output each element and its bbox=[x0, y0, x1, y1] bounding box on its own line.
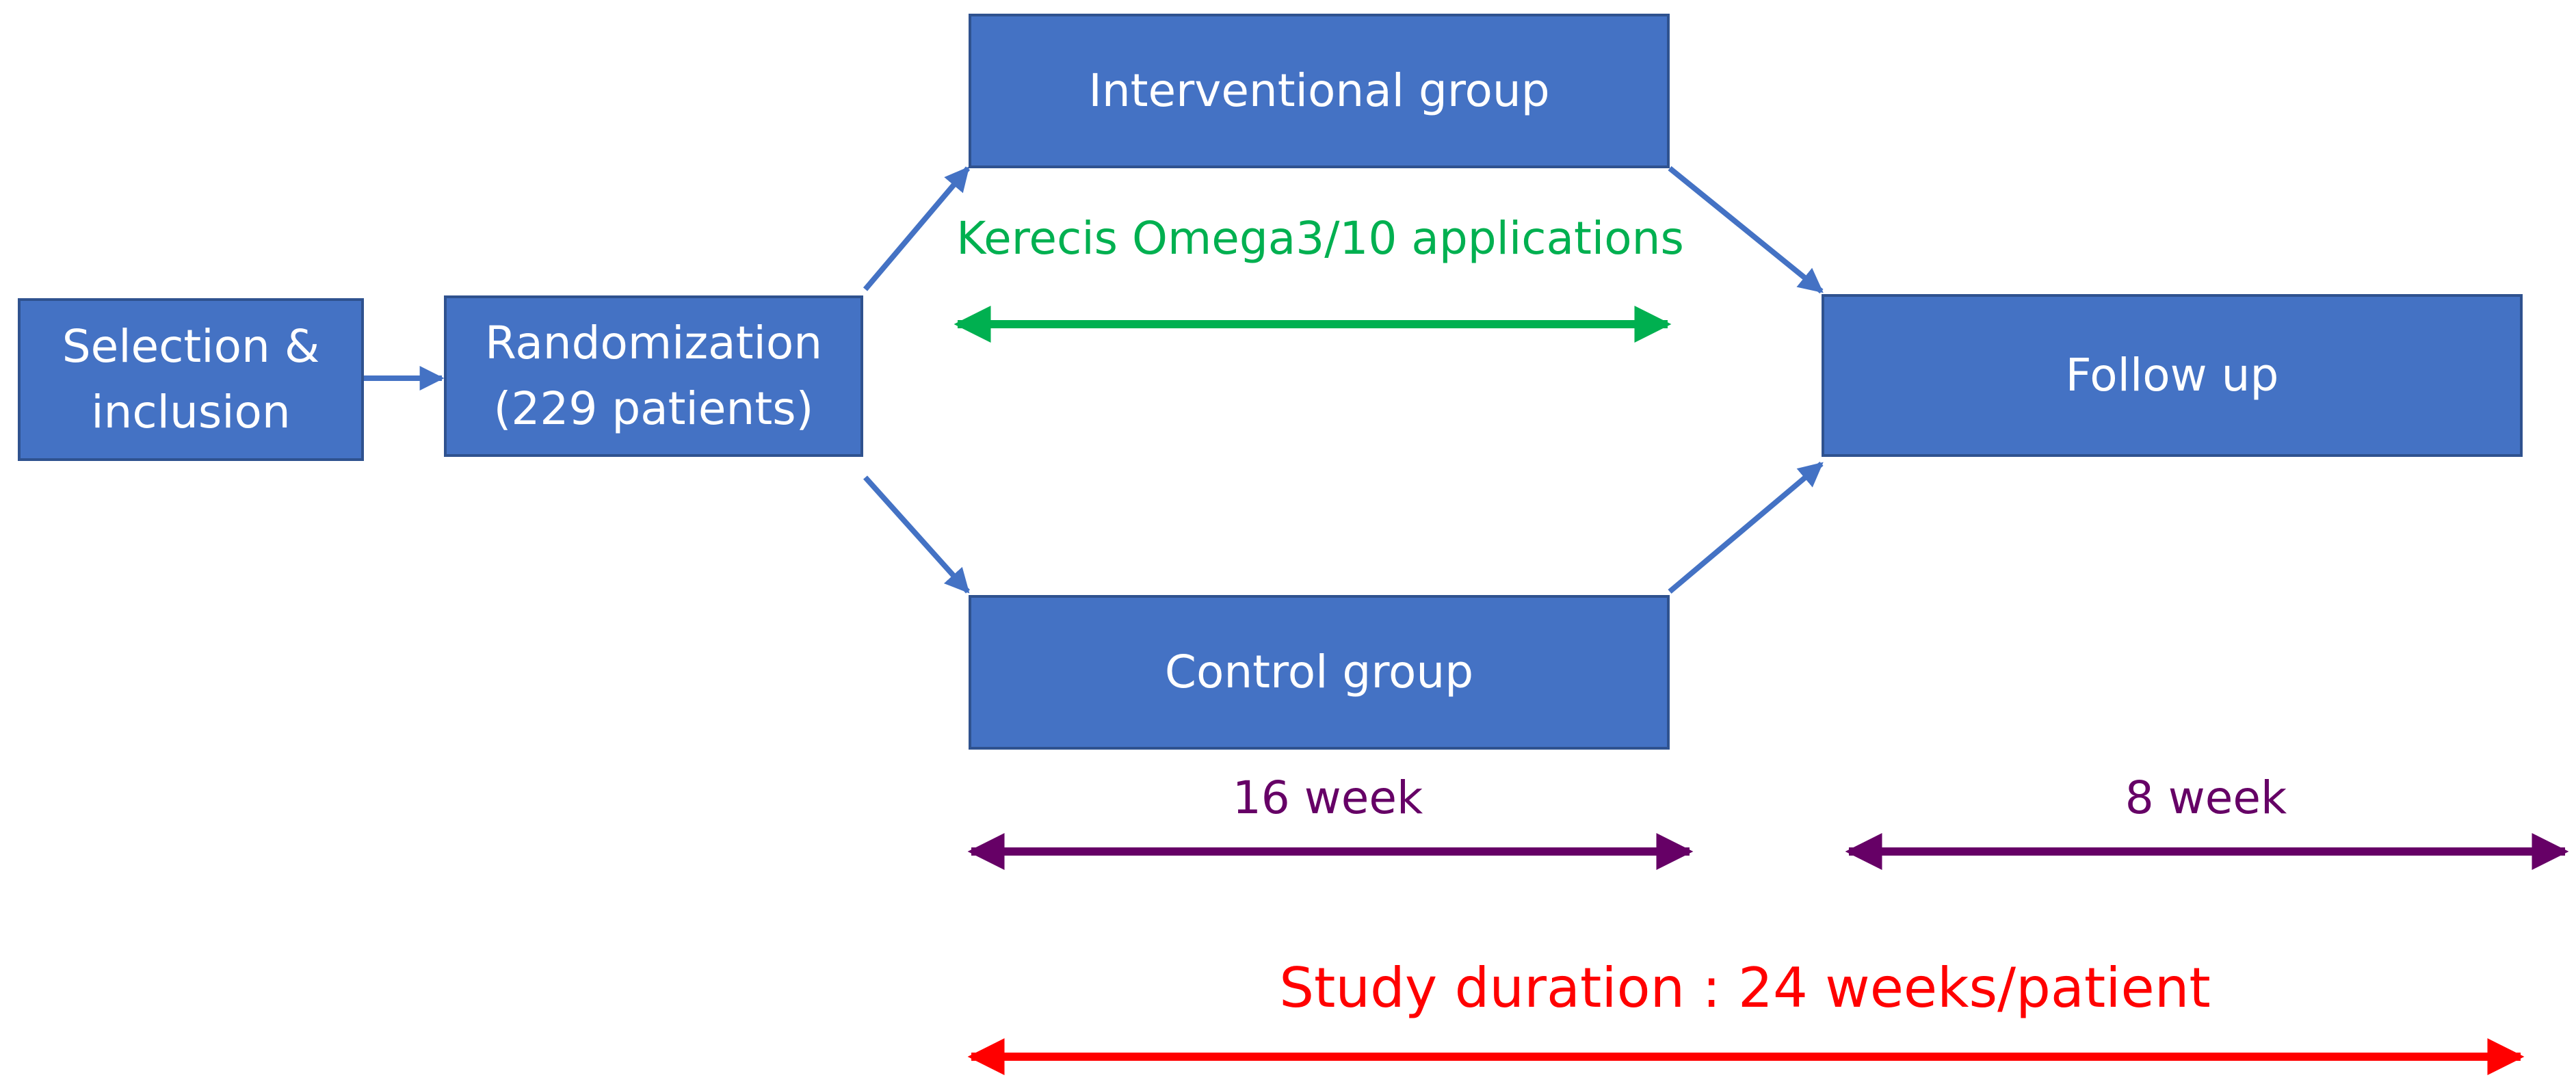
selection-box-line-1: Selection & bbox=[62, 320, 320, 373]
week16-label: 16 week bbox=[1232, 771, 1423, 824]
follow-up-label: Follow up bbox=[2065, 349, 2279, 402]
selection-box-line-2: inclusion bbox=[91, 386, 291, 438]
interventional-group-label: Interventional group bbox=[1088, 64, 1550, 118]
selection-inclusion-box: Selection & inclusion bbox=[18, 298, 364, 461]
arrow-randomization-to-interventional bbox=[863, 166, 971, 291]
randomization-box-line-2: (229 patients) bbox=[493, 382, 814, 435]
kerecis-applications-label: Kerecis Omega3/10 applications bbox=[956, 212, 1684, 265]
interventional-group-box: Interventional group bbox=[969, 14, 1670, 168]
control-group-label: Control group bbox=[1164, 646, 1474, 699]
study-duration-label: Study duration : 24 weeks/patient bbox=[1279, 956, 2211, 1020]
control-group-box: Control group bbox=[969, 595, 1670, 750]
follow-up-box: Follow up bbox=[1822, 294, 2523, 457]
week8-label: 8 week bbox=[2125, 771, 2287, 824]
arrow-randomization-to-control bbox=[863, 475, 970, 594]
arrow-interventional-to-followup bbox=[1668, 166, 1824, 294]
randomization-box-line-1: Randomization bbox=[484, 317, 823, 370]
randomization-box: Randomization (229 patients) bbox=[444, 295, 863, 457]
arrow-control-to-followup bbox=[1668, 461, 1824, 594]
